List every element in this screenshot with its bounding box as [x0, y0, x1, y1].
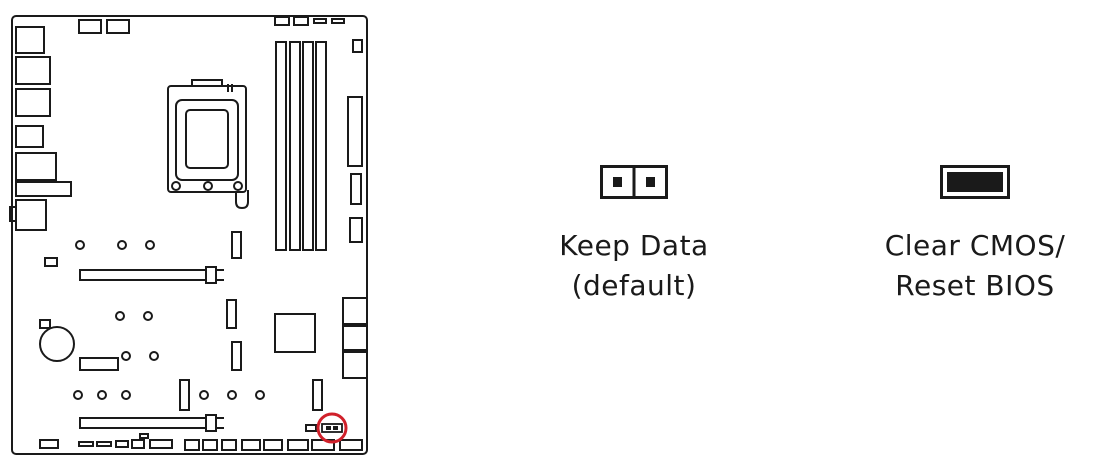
top-connector — [293, 16, 309, 26]
motherboard-diagram — [9, 15, 368, 455]
mount-hole — [199, 390, 209, 400]
rear-io-port — [15, 152, 57, 181]
mount-hole — [227, 390, 237, 400]
right-header — [349, 217, 363, 243]
chipset — [274, 313, 316, 353]
highlight-circle — [316, 412, 348, 444]
keep-data-label: Keep Data — [559, 229, 709, 262]
two-pin-jumper-open-icon — [600, 165, 668, 199]
two-pin-jumper-shorted-icon — [940, 165, 1010, 199]
bottom-headers — [39, 433, 363, 451]
top-connector — [106, 19, 130, 34]
dimm-slot — [302, 41, 314, 251]
top-right-pin — [352, 39, 363, 53]
top-connector — [274, 16, 290, 26]
right-header — [342, 351, 368, 379]
cpu-socket — [167, 79, 249, 210]
clear-cmos-label: Clear CMOS/ — [884, 229, 1066, 262]
jbat1-jumper-location — [321, 423, 343, 433]
board-outline — [11, 15, 368, 455]
small-header — [44, 257, 58, 267]
rear-io-port — [15, 88, 51, 117]
pcie-slot — [79, 266, 224, 284]
right-header — [342, 325, 368, 351]
mount-hole — [97, 390, 107, 400]
mount-hole — [255, 390, 265, 400]
rear-io-port — [15, 56, 51, 85]
mount-hole — [143, 311, 153, 321]
m2-slot — [226, 299, 237, 329]
right-header — [350, 173, 362, 205]
dimm-slot — [315, 41, 327, 251]
rear-io-port — [15, 26, 45, 54]
small-header — [305, 424, 317, 432]
rear-io-port — [15, 125, 44, 148]
mount-hole — [75, 240, 85, 250]
clear-cmos-sublabel: Reset BIOS — [895, 269, 1055, 302]
mount-hole — [145, 240, 155, 250]
mount-hole — [73, 390, 83, 400]
clear-cmos-caption: Clear CMOS/ Reset BIOS — [860, 226, 1090, 306]
rear-io-port — [9, 206, 16, 222]
mount-hole — [149, 351, 159, 361]
rear-io-port — [15, 181, 72, 197]
m2-slot — [179, 379, 190, 411]
keep-data-sublabel: (default) — [571, 269, 697, 302]
small-header — [79, 357, 119, 371]
top-connector — [331, 18, 345, 24]
atx-power-connector — [347, 96, 363, 167]
dimm-slot — [289, 41, 301, 251]
mount-hole — [115, 311, 125, 321]
mount-hole — [121, 351, 131, 361]
cmos-battery — [39, 326, 75, 362]
mount-hole — [121, 390, 131, 400]
dimm-slot — [275, 41, 287, 251]
rear-io-port — [15, 199, 47, 231]
keep-data-caption: Keep Data (default) — [534, 226, 734, 306]
pcie-slot — [79, 414, 224, 432]
m2-slot — [231, 231, 242, 259]
m2-slot — [312, 379, 323, 411]
mount-hole — [117, 240, 127, 250]
small-header — [39, 319, 51, 329]
top-connector — [78, 19, 102, 34]
m2-slot — [231, 341, 242, 371]
top-connector — [313, 18, 327, 24]
right-header — [342, 297, 368, 325]
